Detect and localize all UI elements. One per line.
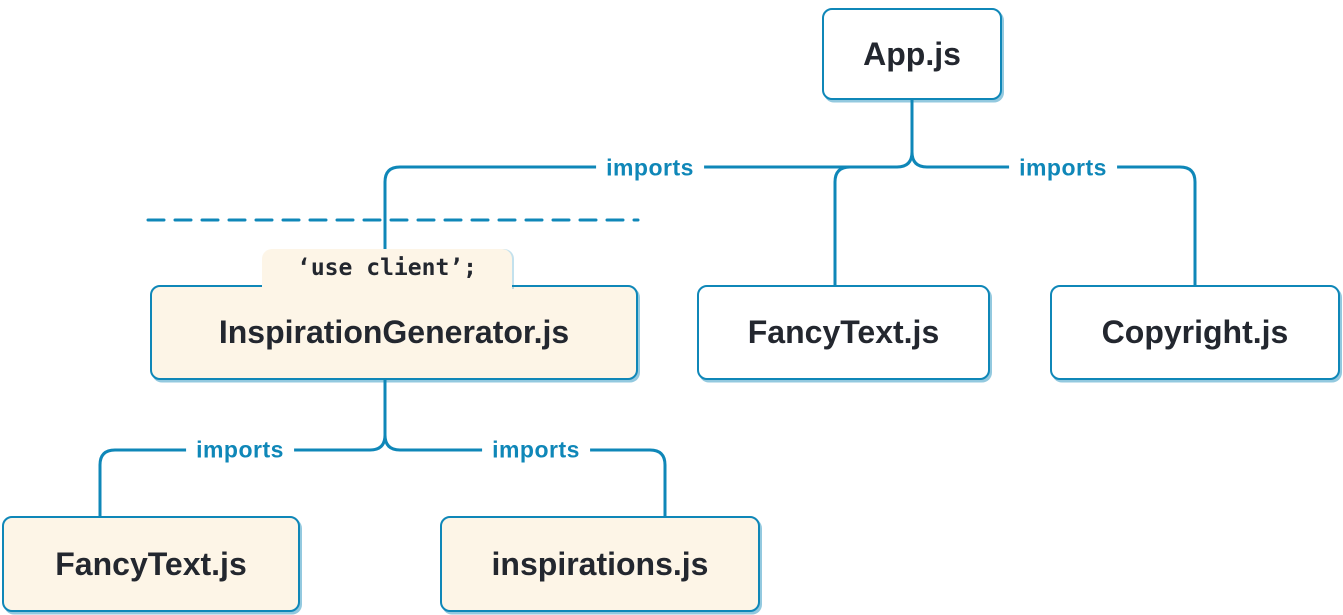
node-fancytext-js-top: FancyText.js	[697, 285, 990, 380]
node-label: InspirationGenerator.js	[218, 314, 570, 350]
node-copyright-js: Copyright.js	[1050, 285, 1340, 380]
edge-label-imports: imports	[596, 153, 704, 183]
node-app-js: App.js	[822, 8, 1002, 100]
node-label: FancyText.js	[747, 314, 940, 350]
edge-app-to-copyright	[910, 98, 1197, 289]
directive-text: ‘use client’;	[296, 255, 477, 281]
node-label: Copyright.js	[1101, 314, 1289, 350]
node-inspirationgenerator-js: InspirationGenerator.js	[150, 285, 638, 380]
node-label: inspirations.js	[491, 545, 709, 582]
edge-label-imports: imports	[186, 435, 294, 465]
use-client-directive-badge: ‘use client’;	[262, 249, 512, 289]
node-label: FancyText.js	[55, 545, 247, 582]
edge-label-imports: imports	[1009, 153, 1117, 183]
edge-label-imports: imports	[482, 435, 590, 465]
node-inspirations-js: inspirations.js	[440, 516, 760, 612]
edge-app-to-fancytext-top	[833, 165, 892, 289]
node-label: App.js	[863, 35, 961, 72]
node-fancytext-js-bottom: FancyText.js	[2, 516, 300, 612]
